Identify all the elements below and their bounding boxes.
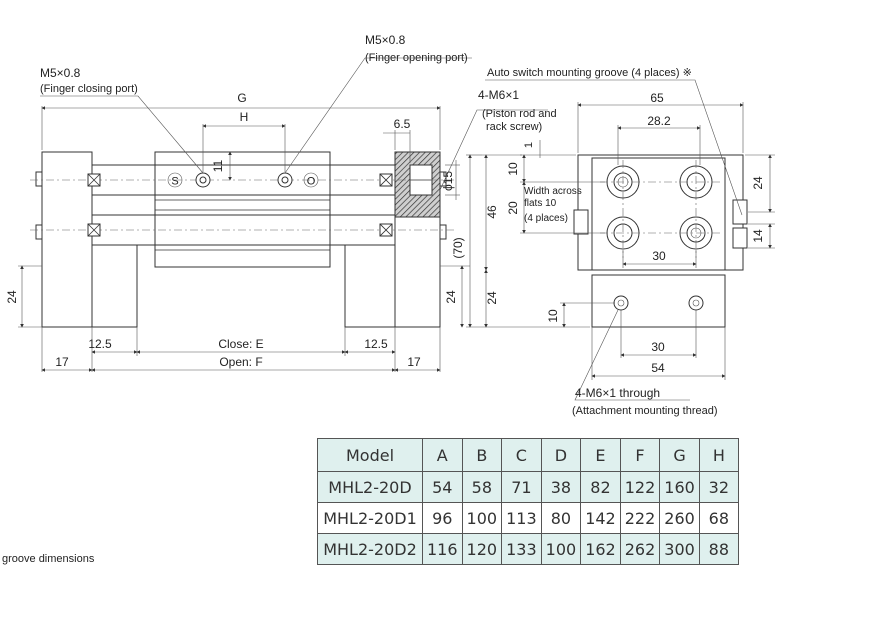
dim-open-f: Open: F bbox=[219, 355, 262, 369]
opening-port-label: (Finger opening port) bbox=[365, 52, 468, 64]
header-model: Model bbox=[317, 438, 423, 472]
groove-note: groove dimensions bbox=[2, 553, 95, 565]
value-cell: 133 bbox=[501, 533, 542, 565]
table-row: MHL2-20D1 96 100 113 80 142 222 260 68 bbox=[317, 502, 739, 534]
front-view: S O M5×0.8 (Finger closing port) M5×0.8 … bbox=[5, 33, 557, 372]
dim-54: 54 bbox=[651, 361, 665, 375]
header-f: F bbox=[619, 438, 661, 472]
width-across-2: flats 10 bbox=[524, 198, 557, 209]
value-cell: 222 bbox=[619, 502, 661, 534]
dim-24-lower: 24 bbox=[485, 291, 499, 305]
dim-65: 65 bbox=[650, 91, 664, 105]
value-cell: 113 bbox=[501, 502, 542, 534]
header-a: A bbox=[422, 438, 463, 472]
model-cell: MHL2-20D1 bbox=[317, 502, 423, 534]
dim-14: 14 bbox=[751, 229, 765, 243]
value-cell: 142 bbox=[580, 502, 621, 534]
width-across-1: Width across bbox=[524, 186, 582, 197]
value-cell: 100 bbox=[540, 533, 582, 565]
value-cell: 262 bbox=[619, 533, 661, 565]
dim-close-e: Close: E bbox=[218, 337, 263, 351]
side-view: Auto switch mounting groove (4 places) ※… bbox=[440, 67, 775, 417]
auto-switch-label: Auto switch mounting groove (4 places) ※ bbox=[487, 67, 692, 79]
value-cell: 96 bbox=[422, 502, 463, 534]
rod-end-marks bbox=[87, 173, 393, 237]
dim-30-top: 30 bbox=[652, 249, 666, 263]
value-cell: 88 bbox=[698, 533, 739, 565]
dim-30-bottom: 30 bbox=[651, 340, 665, 354]
table-row: MHL2-20D2 116 120 133 100 162 262 300 88 bbox=[317, 533, 739, 565]
value-cell: 68 bbox=[698, 502, 739, 534]
value-cell: 122 bbox=[619, 471, 661, 503]
dim-h: H bbox=[240, 110, 249, 124]
header-d: D bbox=[540, 438, 582, 472]
dim-28-2: 28.2 bbox=[647, 114, 671, 128]
dim-6-5: 6.5 bbox=[394, 117, 411, 131]
dim-g: G bbox=[237, 91, 246, 105]
header-e: E bbox=[580, 438, 621, 472]
table-header-row: Model A B C D E F G H bbox=[317, 438, 739, 472]
piston-rod-label-2: rack screw) bbox=[486, 121, 542, 133]
header-c: C bbox=[501, 438, 542, 472]
attachment-thread-label: (Attachment mounting thread) bbox=[572, 405, 718, 417]
dim-10-top: 10 bbox=[506, 162, 520, 176]
model-cell: MHL2-20D2 bbox=[317, 533, 423, 565]
value-cell: 80 bbox=[540, 502, 582, 534]
closing-port-label: (Finger closing port) bbox=[40, 83, 138, 95]
value-cell: 260 bbox=[659, 502, 700, 534]
value-cell: 32 bbox=[698, 471, 739, 503]
width-across-3: (4 places) bbox=[524, 213, 568, 224]
dim-1: 1 bbox=[523, 142, 535, 148]
port-symbol-s: S bbox=[171, 176, 178, 188]
dim-17-right: 17 bbox=[407, 355, 421, 369]
opening-port-thread: M5×0.8 bbox=[365, 33, 406, 47]
dim-phi15: ϕ15 bbox=[441, 171, 455, 191]
value-cell: 54 bbox=[422, 471, 463, 503]
closing-port-thread: M5×0.8 bbox=[40, 66, 81, 80]
dim-12-5-left: 12.5 bbox=[88, 337, 112, 351]
side-base bbox=[591, 274, 726, 328]
dim-70: (70) bbox=[451, 237, 465, 258]
value-cell: 162 bbox=[580, 533, 621, 565]
value-cell: 82 bbox=[580, 471, 621, 503]
dim-24-right: 24 bbox=[751, 176, 765, 190]
dim-24-left: 24 bbox=[5, 290, 19, 304]
dim-24-mid: 24 bbox=[444, 290, 458, 304]
header-b: B bbox=[461, 438, 503, 472]
model-cell: MHL2-20D bbox=[317, 471, 423, 503]
value-cell: 58 bbox=[461, 471, 503, 503]
opening-port bbox=[277, 172, 293, 188]
table-row: MHL2-20D 54 58 71 38 82 122 160 32 bbox=[317, 471, 739, 503]
left-finger bbox=[41, 151, 93, 328]
value-cell: 100 bbox=[461, 502, 503, 534]
dimension-table: Model A B C D E F G H MHL2-20D 54 58 71 … bbox=[317, 438, 739, 565]
port-symbol-o: O bbox=[307, 176, 316, 188]
value-cell: 38 bbox=[540, 471, 582, 503]
piston-rod-thread: 4-M6×1 bbox=[478, 88, 519, 102]
value-cell: 71 bbox=[501, 471, 542, 503]
dim-17-left: 17 bbox=[55, 355, 69, 369]
piston-rod-label-1: (Piston rod and bbox=[482, 108, 557, 120]
dim-11: 11 bbox=[211, 159, 225, 172]
dim-10-bottom: 10 bbox=[546, 309, 560, 323]
closing-port bbox=[195, 172, 211, 188]
dim-46: 46 bbox=[485, 205, 499, 219]
dim-12-5-right: 12.5 bbox=[364, 337, 388, 351]
value-cell: 120 bbox=[461, 533, 503, 565]
value-cell: 300 bbox=[659, 533, 700, 565]
through-thread-label: 4-M6×1 through bbox=[575, 386, 660, 400]
header-h: H bbox=[698, 438, 739, 472]
dim-20: 20 bbox=[506, 201, 520, 215]
value-cell: 160 bbox=[659, 471, 700, 503]
header-g: G bbox=[659, 438, 700, 472]
value-cell: 116 bbox=[422, 533, 463, 565]
